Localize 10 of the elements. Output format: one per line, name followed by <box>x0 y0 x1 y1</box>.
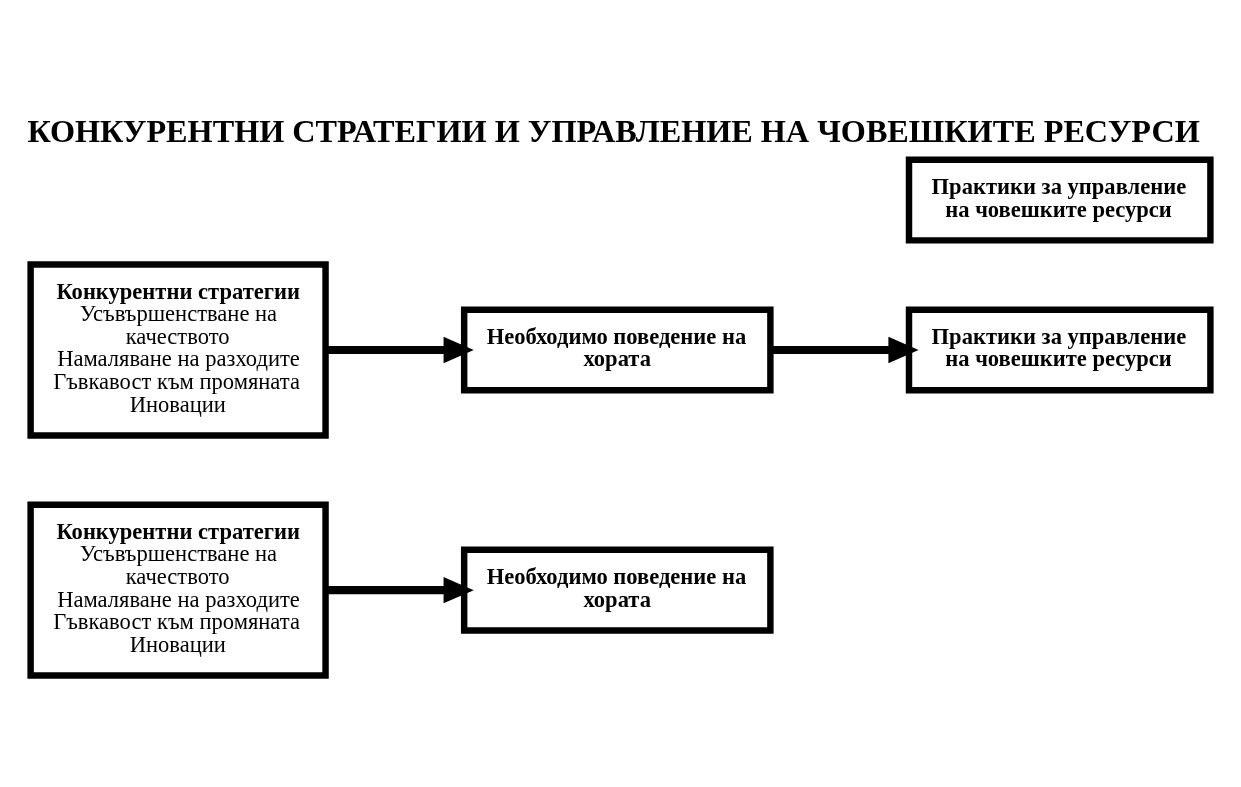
node-box: Практики за управление на човешките ресурси <box>905 306 1214 394</box>
arrow <box>770 336 919 364</box>
node-box: Необходимо поведение на хората <box>460 306 774 394</box>
node-box: Конкурентни стратегии Усъвършенстване на качеството Намаляване на разходите Гъвкавост към промяната Иновации <box>27 261 329 439</box>
diagram-title: КОНКУРЕНТНИ СТРАТЕГИИ И УПРАВЛЕНИЕ НА ЧОВЕШКИТЕ РЕСУРСИ <box>27 113 1200 150</box>
node-box: Конкурентни стратегии Усъвършенстване на качеството Намаляване на разходите Гъвкавост към промяната Иновации <box>27 501 329 679</box>
node-box: Практики за управление на човешките ресурси <box>905 156 1214 244</box>
arrow <box>326 576 474 604</box>
node-box: Необходимо поведение на хората <box>460 546 774 634</box>
arrow <box>326 336 474 364</box>
